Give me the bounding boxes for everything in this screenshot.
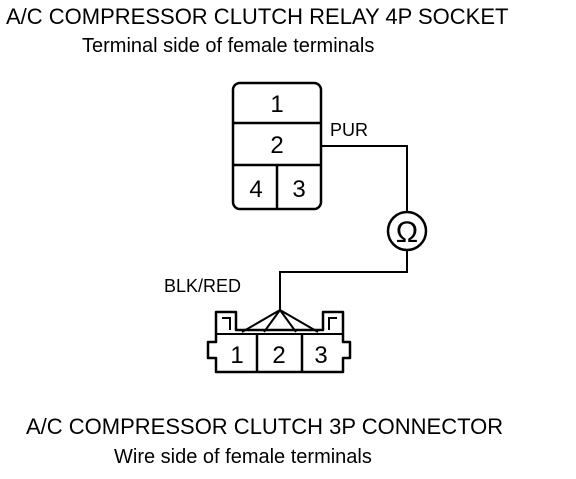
pur-wire [321, 145, 408, 212]
relay-terminal-2: 2 [270, 132, 283, 159]
connector-latch-right [328, 317, 337, 330]
connector-subtitle: Wire side of female terminals [114, 446, 372, 468]
connector-terminal-1: 1 [230, 342, 243, 369]
relay-terminal-4: 4 [249, 176, 262, 203]
ohm-symbol: Ω [396, 216, 418, 249]
pur-wire-label: PUR [330, 120, 368, 140]
relay-terminal-1: 1 [270, 91, 283, 118]
relay-terminal-3: 3 [292, 176, 305, 203]
compressor-clutch-connector: 1 2 3 [206, 309, 352, 374]
wire-fanout [279, 309, 297, 333]
relay-socket-title: A/C COMPRESSOR CLUTCH RELAY 4P SOCKET [6, 4, 508, 29]
relay-socket: 1 2 4 3 [231, 81, 323, 211]
ohmmeter-icon: Ω [386, 210, 428, 252]
wire-fanout [263, 309, 281, 333]
relay-socket-subtitle: Terminal side of female terminals [82, 35, 374, 57]
connector-latch-left [222, 317, 231, 330]
blk-red-wire [279, 250, 408, 310]
wire-fanout [279, 309, 319, 333]
connector-terminal-3: 3 [314, 342, 327, 369]
connector-terminal-2: 2 [272, 342, 285, 369]
connector-title: A/C COMPRESSOR CLUTCH 3P CONNECTOR [26, 414, 503, 439]
blk-red-wire-label: BLK/RED [164, 276, 241, 296]
wire-fanout [241, 309, 281, 333]
